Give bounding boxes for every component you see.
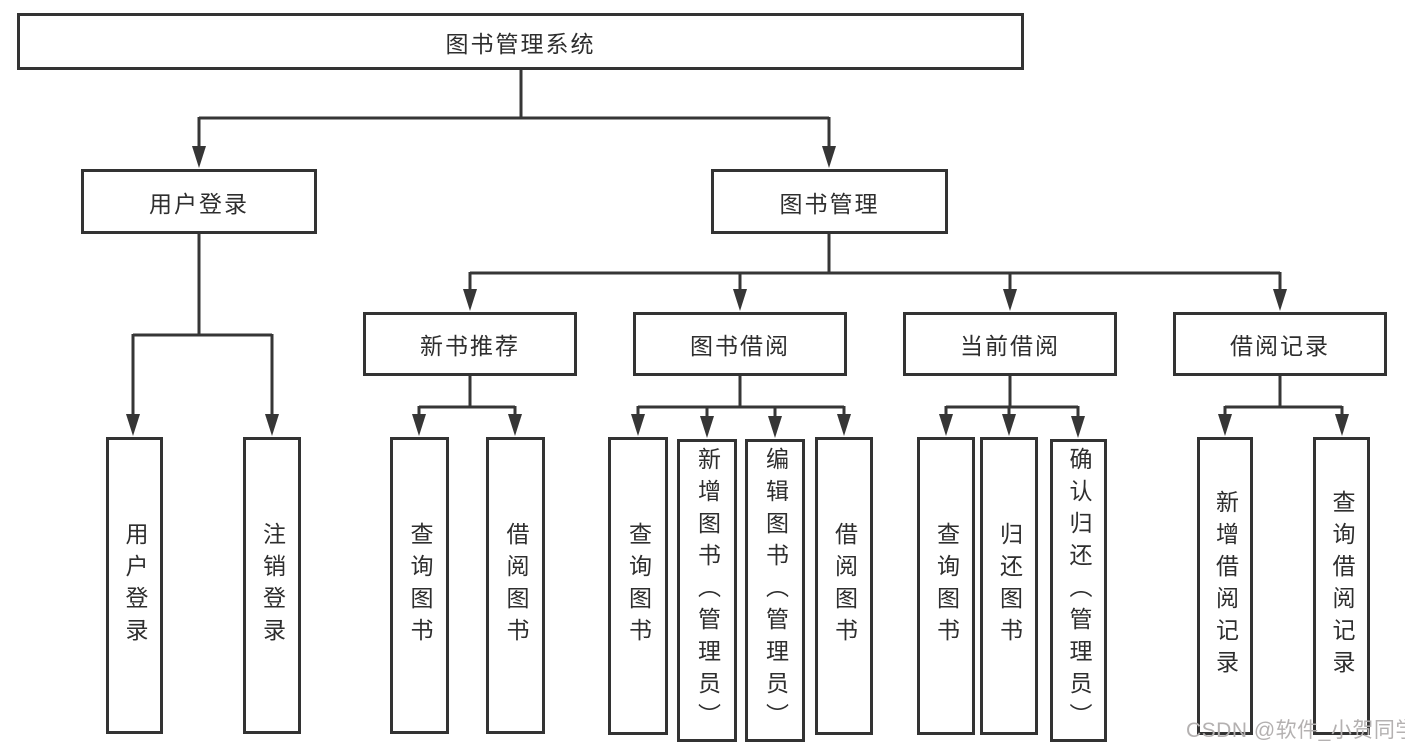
node-label: 查询图书 — [407, 521, 433, 650]
node-label: 查询图书 — [625, 522, 652, 650]
node-new-book-recommend: 新书推荐 — [363, 312, 577, 376]
node-user-login: 用户登录 — [81, 169, 317, 234]
csdn-watermark: CSDN @软件_小贺同学 — [1186, 719, 1405, 742]
node-book-borrowing: 图书借阅 — [633, 312, 847, 376]
node-label: 图书借阅 — [690, 333, 790, 359]
node-label: 新增借阅记录 — [1212, 490, 1239, 682]
leaf-add-borrow-record: 新增借阅记录 — [1197, 437, 1253, 735]
node-label: 借阅图书 — [503, 521, 529, 650]
node-label: 归还图书 — [996, 522, 1023, 650]
node-current-borrowing: 当前借阅 — [903, 312, 1117, 376]
leaf-borrow-books-recommend: 借阅图书 — [486, 437, 545, 734]
node-label: 借阅图书 — [831, 522, 858, 650]
node-borrow-records: 借阅记录 — [1173, 312, 1387, 376]
node-root-library-system: 图书管理系统 — [17, 13, 1024, 70]
node-label: 编辑图书（管理员） — [762, 446, 789, 735]
node-book-management: 图书管理 — [711, 169, 948, 234]
node-label: 注销登录 — [259, 521, 286, 650]
node-label: 新书推荐 — [420, 333, 520, 359]
node-label: 查询图书 — [933, 522, 960, 650]
leaf-query-books-recommend: 查询图书 — [390, 437, 449, 734]
leaf-logout: 注销登录 — [243, 437, 301, 734]
node-label: 当前借阅 — [960, 333, 1060, 359]
node-label: 新增图书（管理员） — [694, 446, 721, 735]
node-label: 图书管理系统 — [445, 30, 596, 57]
node-label: 确认归还（管理员） — [1066, 446, 1092, 735]
leaf-edit-books-admin: 编辑图书（管理员） — [745, 439, 805, 742]
leaf-query-books-current: 查询图书 — [917, 437, 975, 735]
leaf-confirm-return-admin: 确认归还（管理员） — [1050, 439, 1107, 742]
leaf-query-borrow-record: 查询借阅记录 — [1313, 437, 1370, 735]
node-label: 用户登录 — [149, 190, 249, 217]
leaf-borrow-books: 借阅图书 — [815, 437, 873, 735]
arrowhead-icons — [126, 146, 1349, 438]
leaf-user-login: 用户登录 — [106, 437, 163, 734]
node-label: 借阅记录 — [1230, 333, 1330, 359]
leaf-return-books: 归还图书 — [980, 437, 1038, 735]
node-label: 图书管理 — [779, 190, 880, 217]
leaf-add-books-admin: 新增图书（管理员） — [677, 439, 737, 742]
node-label: 用户登录 — [122, 521, 148, 650]
node-label: 查询借阅记录 — [1329, 490, 1355, 682]
leaf-query-books-borrow: 查询图书 — [608, 437, 668, 735]
